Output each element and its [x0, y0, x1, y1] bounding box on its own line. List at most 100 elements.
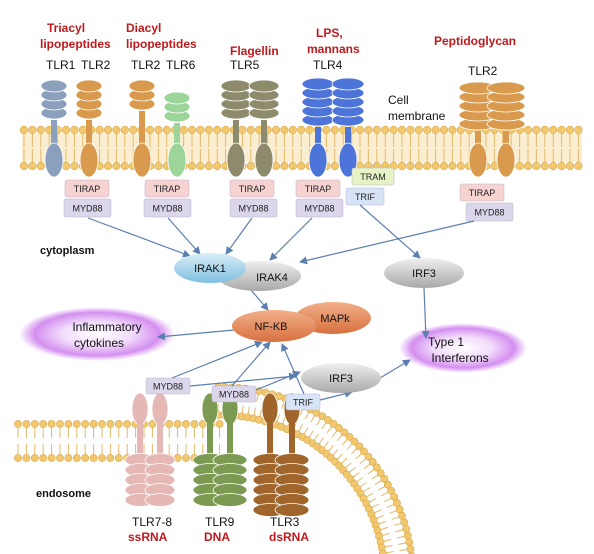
lipid-head: [112, 161, 121, 171]
lipid-head: [414, 161, 423, 171]
lipid-head: [372, 463, 381, 472]
lipid-head: [523, 161, 533, 171]
lipid-head: [204, 125, 213, 135]
lipid-head: [406, 161, 415, 171]
lipid-head: [355, 125, 365, 135]
lipid-head: [56, 454, 64, 462]
lipid-head: [182, 420, 190, 428]
lrr-domain: [163, 91, 191, 105]
lipid-head: [103, 125, 113, 135]
lipid-head: [154, 125, 163, 135]
tirap-tlr2-6: TIRAP: [144, 179, 190, 198]
myd88-tlr4-box: [295, 198, 344, 218]
lrr-domain: [331, 77, 365, 91]
lipid-head: [380, 474, 389, 483]
lipid-head: [406, 545, 415, 553]
tlr5-label: TLR5: [230, 58, 260, 72]
lipid-head: [523, 125, 533, 135]
transmembrane-stalk: [157, 420, 163, 456]
lipid-head: [98, 454, 106, 462]
inflammatory-line2: cytokines: [74, 336, 124, 350]
lipid-head: [378, 549, 387, 554]
lipid-head: [456, 161, 465, 171]
lipid-head: [355, 442, 364, 451]
tirap-tlr2c-label: TIRAP: [469, 188, 496, 198]
lipid-head: [532, 161, 541, 171]
tirap-tlr2c: TIRAP: [459, 183, 505, 202]
lrr-domain: [220, 79, 252, 93]
lipid-head: [364, 125, 373, 135]
cell-membrane-line2: membrane: [388, 109, 446, 123]
tlr9-label: TLR9: [205, 515, 235, 529]
myd88-tlr2-6-box: [143, 198, 192, 218]
myd88-tlr2-6: MYD88: [143, 198, 192, 218]
lipid-head: [47, 454, 56, 462]
lipid-head: [330, 161, 339, 171]
lipid-head: [106, 454, 115, 462]
myd88-tlr78-label: MYD88: [153, 382, 183, 392]
dna-label: DNA: [204, 530, 230, 544]
lipid-head: [72, 454, 81, 462]
lipid-head: [28, 125, 37, 135]
arrow-myd88-tlr5-to-irak1: [225, 217, 253, 255]
inflammatory-line1: Inflammatory: [72, 320, 141, 334]
lipid-head: [335, 424, 343, 432]
lipid-head: [381, 125, 390, 135]
lrr-domain: [144, 493, 176, 507]
trif-tlr4-label: TRIF: [355, 192, 375, 202]
lipid-head: [19, 125, 29, 135]
lipid-head: [238, 125, 247, 135]
transmembrane-stalk: [503, 131, 509, 148]
trif-tlr3-box: [285, 393, 321, 411]
lipid-head: [98, 420, 106, 428]
lipid-head: [14, 420, 22, 428]
irf3-bottom-label: IRF3: [329, 373, 353, 385]
lipid-head: [330, 125, 339, 135]
arrow-irf3-to-interferons-bottom: [379, 359, 411, 379]
lipid-head: [72, 420, 81, 428]
trif-tlr3-label: TRIF: [293, 398, 313, 408]
lipid-head: [376, 469, 385, 477]
myd88-tlr9-label: MYD88: [219, 390, 249, 400]
lipid-head: [318, 412, 327, 421]
tlr4-receptor-b: [331, 77, 365, 178]
flagellin-label: Flagellin: [230, 44, 279, 58]
tirap-tlr1-2-box: [64, 179, 110, 198]
lipid-head: [30, 420, 39, 428]
lipid-head: [173, 420, 182, 428]
tirap-tlr1-2: TIRAP: [64, 179, 110, 198]
lipid-head: [515, 161, 524, 171]
lipid-head: [406, 125, 415, 135]
lipid-head: [145, 125, 155, 135]
cell-membrane-line1: Cell: [388, 93, 409, 107]
arrow-myd88-tlr78-to-irf3: [189, 372, 297, 387]
lipid-head: [190, 420, 199, 428]
lipid-head: [70, 161, 79, 171]
lipid-head: [271, 161, 281, 171]
irf3-bottom-node: [301, 363, 381, 393]
myd88-tlr5: MYD88: [229, 198, 278, 218]
lipid-head: [22, 420, 31, 428]
type1-interferons-glow: [399, 323, 527, 373]
lipid-head: [70, 125, 79, 135]
lipid-head: [123, 420, 132, 428]
myd88-tlr4: MYD88: [295, 198, 344, 218]
trif-tlr4: TRIF: [345, 187, 385, 206]
lipid-head: [322, 125, 331, 135]
nfkb-label: NF-KB: [255, 321, 288, 333]
tlr78-label: TLR7-8: [132, 515, 172, 529]
lipid-head: [213, 161, 222, 171]
lrr-domain: [40, 79, 68, 93]
lipid-head: [89, 420, 98, 428]
lipid-head: [423, 161, 432, 171]
lipid-head: [221, 125, 230, 135]
tirap-tlr1-2-label: TIRAP: [74, 184, 101, 194]
trif-tlr3: TRIF: [285, 393, 321, 411]
peptidoglycan-label: Peptidoglycan: [434, 34, 516, 48]
lipid-head: [360, 447, 368, 456]
lipid-head: [350, 437, 359, 446]
mapk-label: MAPk: [320, 313, 350, 325]
lipid-head: [246, 125, 255, 135]
lipid-head: [112, 125, 121, 135]
